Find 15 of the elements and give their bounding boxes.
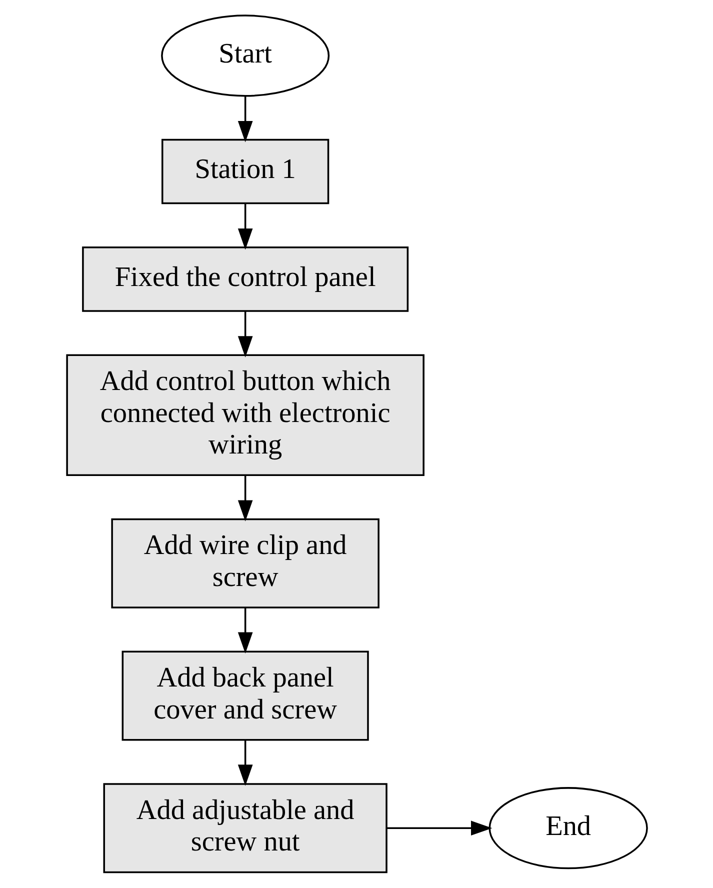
- node-box: Add control button which connected with electronic wiring: [66, 354, 424, 476]
- node-box: Station 1: [160, 138, 329, 204]
- node-box: Add wire clip and screw: [110, 518, 379, 608]
- node-box: Add back panel cover and screw: [121, 650, 368, 741]
- arrow: [386, 820, 492, 836]
- arrow: [237, 608, 252, 654]
- node-ellipse: Start: [160, 14, 330, 97]
- arrow: [237, 740, 252, 786]
- node-ellipse: End: [488, 787, 648, 870]
- arrow: [237, 311, 252, 358]
- node-box: Fixed the control panel: [82, 246, 408, 312]
- node-box: Add adjustable and screw nut: [102, 783, 387, 874]
- arrow: [237, 96, 252, 142]
- arrow: [237, 476, 252, 522]
- arrow: [237, 203, 252, 250]
